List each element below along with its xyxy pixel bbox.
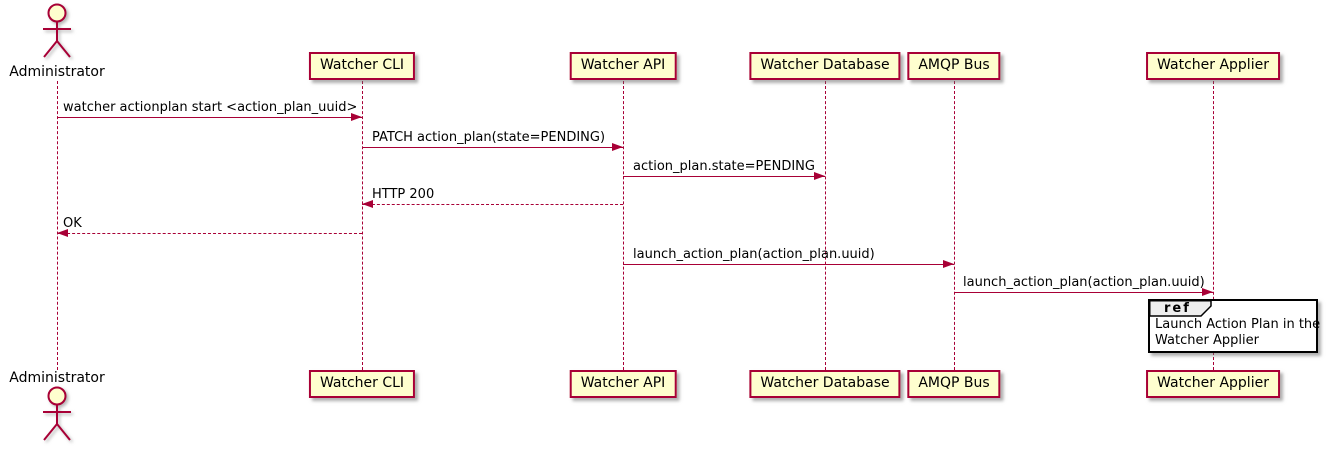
lifeline-watcher-database (825, 81, 826, 370)
actor-icon (43, 3, 71, 58)
participant-watcher-database-top: Watcher Database (749, 52, 901, 80)
message-label: watcher actionplan start <action_plan_uu… (63, 100, 358, 115)
message-line (362, 204, 623, 205)
message-line (623, 176, 825, 177)
ref-text-line2: Watcher Applier (1155, 333, 1259, 348)
arrowhead-left-icon (362, 200, 373, 208)
arrowhead-right-icon (943, 260, 954, 268)
message-line (57, 233, 362, 234)
arrowhead-right-icon (1202, 288, 1213, 296)
arrowhead-left-icon (57, 229, 68, 237)
message-label: launch_action_plan(action_plan.uuid) (963, 275, 1205, 290)
lifeline-watcher-api (623, 81, 624, 370)
lifeline-amqp-bus (954, 81, 955, 370)
message-line (362, 147, 623, 148)
lifeline-watcher-cli (362, 81, 363, 370)
participant-amqp-bus-top: AMQP Bus (907, 52, 1001, 80)
actor-icon (43, 386, 71, 441)
ref-fragment: ref Launch Action Plan in the Watcher Ap… (1148, 299, 1321, 353)
participant-amqp-bus-bottom: AMQP Bus (907, 370, 1001, 398)
participant-watcher-applier-top: Watcher Applier (1146, 52, 1280, 80)
actor-label-top: Administrator (9, 64, 105, 80)
lifeline-watcher-applier (1213, 81, 1214, 370)
arrowhead-right-icon (612, 143, 623, 151)
message-label: action_plan.state=PENDING (633, 159, 815, 174)
arrowhead-right-icon (351, 113, 362, 121)
actor-label-bottom: Administrator (9, 370, 105, 386)
participant-watcher-cli-top: Watcher CLI (308, 52, 416, 80)
message-label: HTTP 200 (372, 187, 435, 202)
ref-tab-icon (1149, 300, 1212, 317)
message-line (954, 292, 1213, 293)
participant-watcher-api-bottom: Watcher API (569, 370, 677, 398)
message-label: PATCH action_plan(state=PENDING) (372, 130, 606, 145)
message-label: OK (63, 216, 82, 231)
participant-watcher-cli-bottom: Watcher CLI (308, 370, 416, 398)
message-line (623, 264, 954, 265)
participant-watcher-database-bottom: Watcher Database (749, 370, 901, 398)
lifeline-administrator (57, 81, 58, 370)
ref-keyword: ref (1164, 301, 1191, 316)
message-line (57, 117, 362, 118)
participant-watcher-applier-bottom: Watcher Applier (1146, 370, 1280, 398)
arrowhead-right-icon (814, 172, 825, 180)
message-label: launch_action_plan(action_plan.uuid) (633, 247, 875, 262)
ref-text-line1: Launch Action Plan in the (1155, 317, 1321, 332)
participant-watcher-api-top: Watcher API (569, 52, 677, 80)
